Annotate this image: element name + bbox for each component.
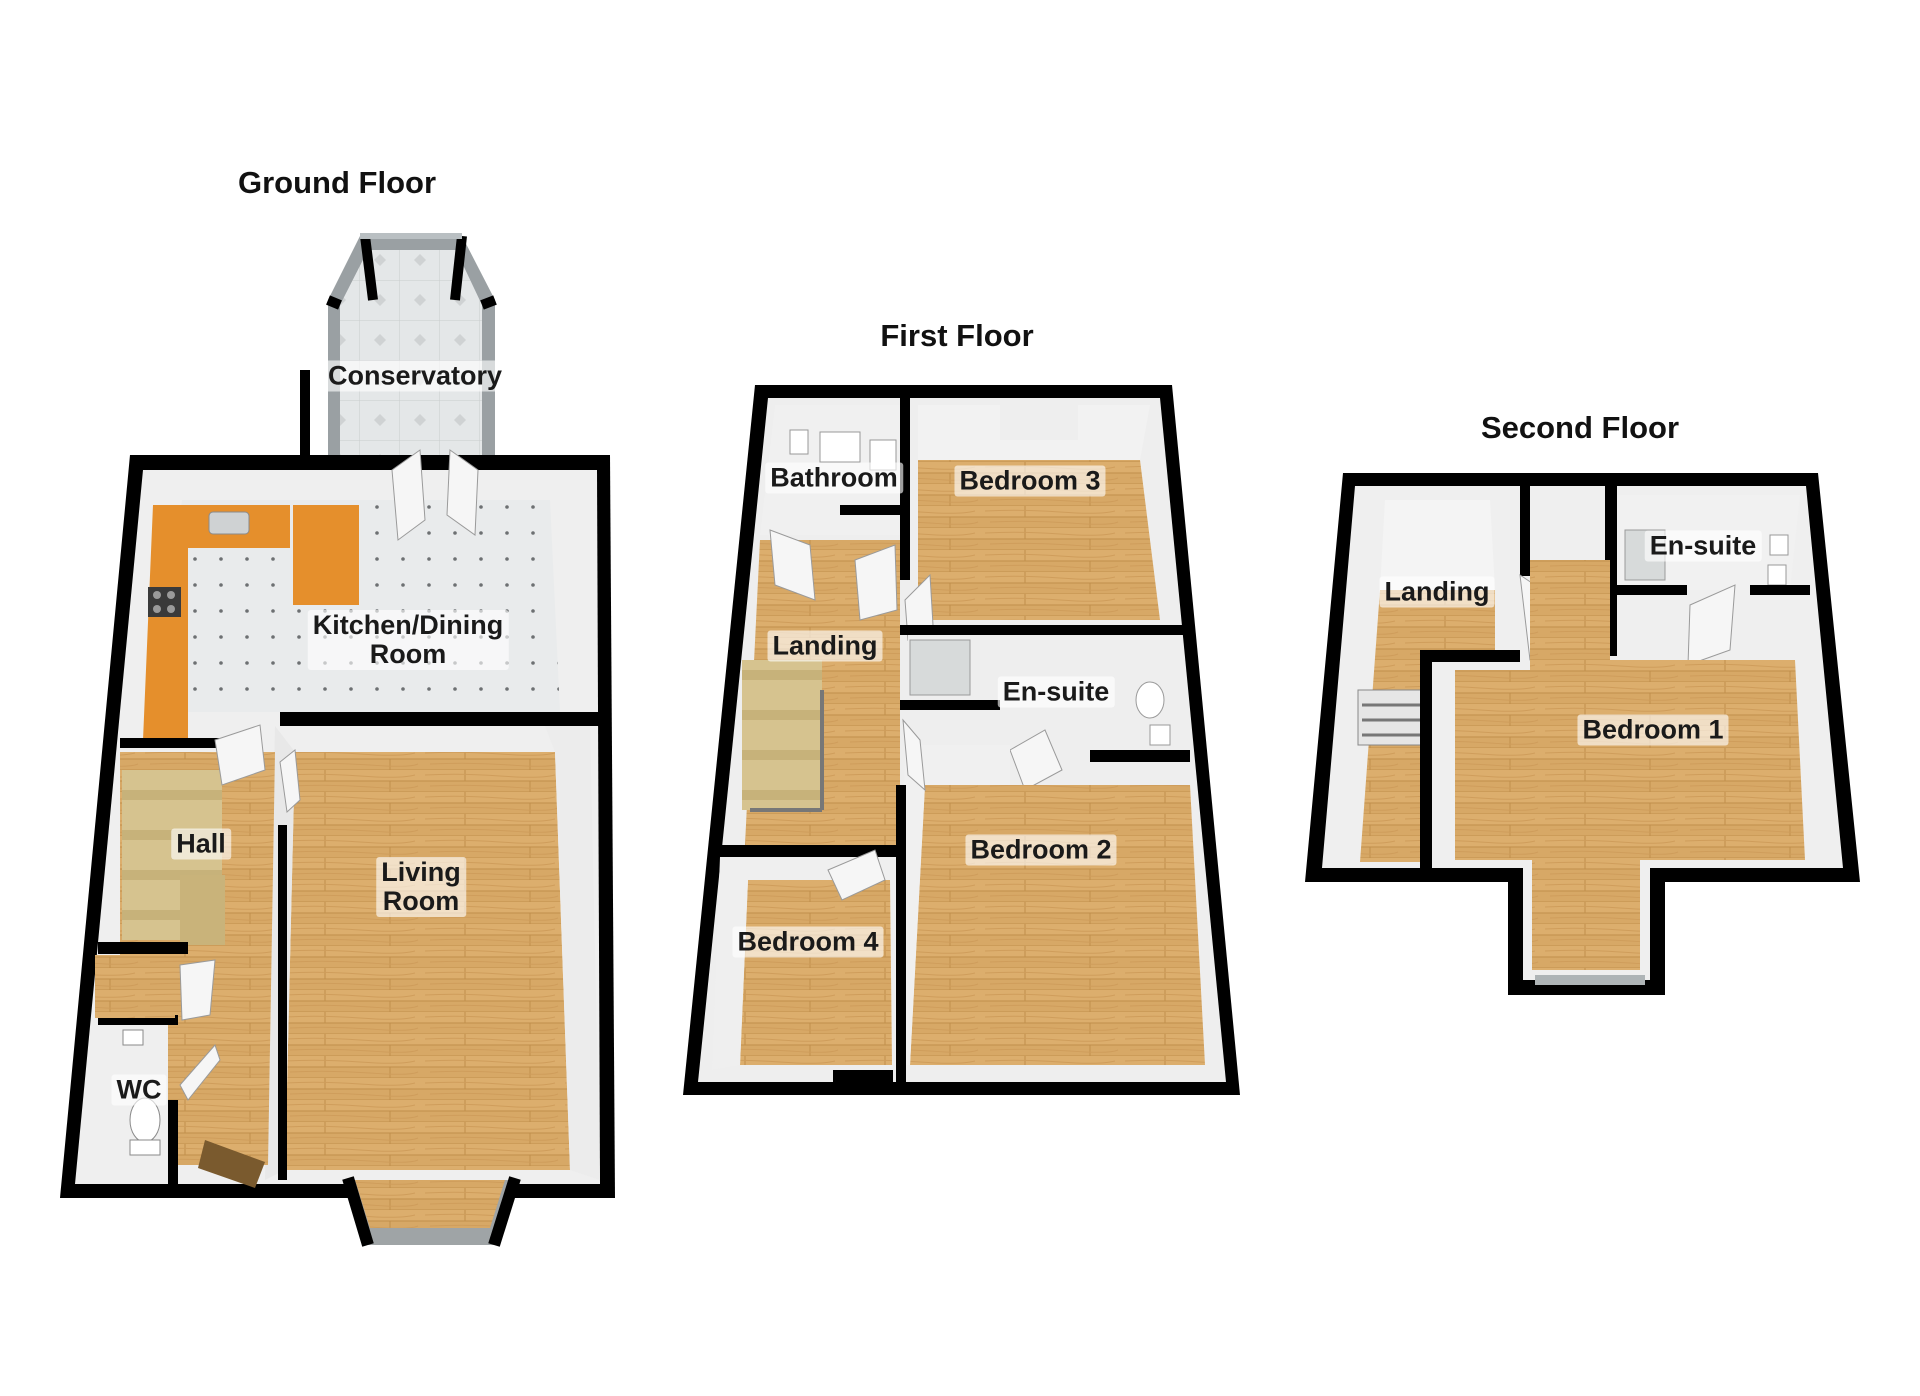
second-landing-floor <box>1360 590 1495 862</box>
living-room-floor <box>285 752 570 1170</box>
room-label-ensuite-first: En-suite <box>997 676 1115 708</box>
second-floor-title: Second Floor <box>1480 410 1680 445</box>
room-label-bedroom-1: Bedroom 1 <box>1577 714 1729 746</box>
room-label-landing-first: Landing <box>767 630 883 662</box>
room-label-conservatory: Conservatory <box>322 360 508 392</box>
room-label-bedroom-3: Bedroom 3 <box>954 465 1106 497</box>
room-label-kitchen-dining: Kitchen/Dining Room <box>307 610 509 670</box>
room-label-bedroom-2: Bedroom 2 <box>965 834 1117 866</box>
landing-stairs <box>742 660 822 810</box>
bedroom-2-floor <box>910 785 1205 1065</box>
room-label-bathroom: Bathroom <box>765 462 903 494</box>
bedroom-1-floor <box>1455 560 1805 970</box>
bedroom-3-floor <box>918 460 1160 620</box>
first-floor-title: First Floor <box>880 318 1034 353</box>
room-label-ensuite-second: En-suite <box>1644 530 1762 562</box>
kitchen-worktop <box>143 505 290 740</box>
conservatory-structure <box>300 233 497 455</box>
ground-floor-title: Ground Floor <box>237 165 437 200</box>
bedroom-4-floor <box>740 880 892 1065</box>
kitchen-island <box>293 505 359 605</box>
first-floor-plan <box>683 385 1240 1095</box>
room-label-wc: WC <box>111 1074 167 1106</box>
room-label-bedroom-4: Bedroom 4 <box>732 926 884 958</box>
room-label-hall: Hall <box>171 828 231 860</box>
room-label-living-room: Living Room <box>376 857 466 917</box>
room-label-landing-second: Landing <box>1379 576 1495 608</box>
